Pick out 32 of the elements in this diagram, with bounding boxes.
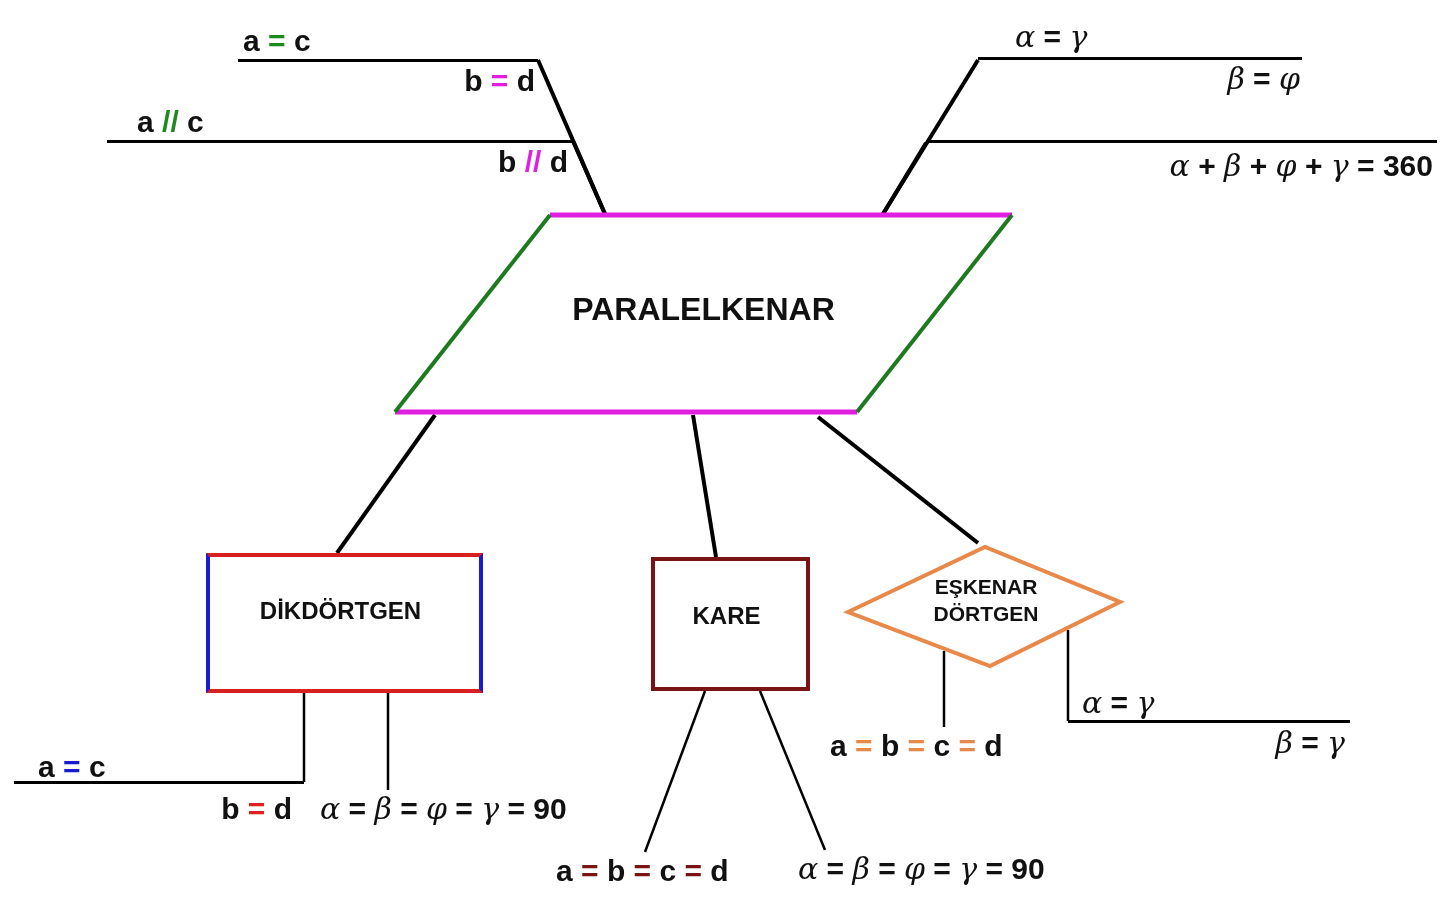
formula-text: a = c bbox=[38, 750, 106, 783]
connector-line bbox=[816, 415, 980, 545]
connector-line bbox=[335, 413, 437, 555]
node-label: PARALELKENAR bbox=[571, 292, 836, 328]
formula-text: b = d bbox=[464, 64, 535, 97]
formula-text: a = c bbox=[243, 24, 311, 57]
formula-text: α + β + φ + γ = 360 bbox=[1169, 149, 1433, 182]
connector-line bbox=[942, 651, 946, 727]
node-label: KARE bbox=[691, 603, 762, 630]
formula-text: a = b = c = d bbox=[556, 854, 729, 887]
formula-text: b = d bbox=[221, 792, 292, 825]
formula-text: α = β = φ = γ = 90 bbox=[320, 792, 567, 825]
formula-text: β = φ bbox=[1227, 62, 1300, 95]
node-label: DİKDÖRTGEN bbox=[258, 598, 423, 625]
formula-text: α = β = φ = γ = 90 bbox=[798, 852, 1045, 885]
formula-text: a // c bbox=[137, 105, 204, 138]
formula-text: β = γ bbox=[1275, 726, 1345, 759]
formula-text: a = b = c = d bbox=[830, 729, 1003, 762]
rectangle-node bbox=[206, 553, 483, 693]
rectangle-node bbox=[651, 557, 810, 691]
connector-line bbox=[302, 693, 306, 782]
connector-line bbox=[643, 690, 707, 853]
connector-line bbox=[691, 414, 718, 558]
connector-line bbox=[386, 693, 390, 790]
node-label: EŞKENAR DÖRTGEN bbox=[932, 574, 1040, 628]
formula-text: α = γ bbox=[1015, 20, 1088, 53]
connector-line bbox=[571, 140, 607, 215]
connector-line bbox=[758, 690, 827, 851]
connector-line bbox=[881, 141, 928, 216]
formula-text: α = γ bbox=[1082, 686, 1155, 719]
connector-line bbox=[1066, 630, 1070, 721]
formula-text: b // d bbox=[497, 145, 568, 178]
